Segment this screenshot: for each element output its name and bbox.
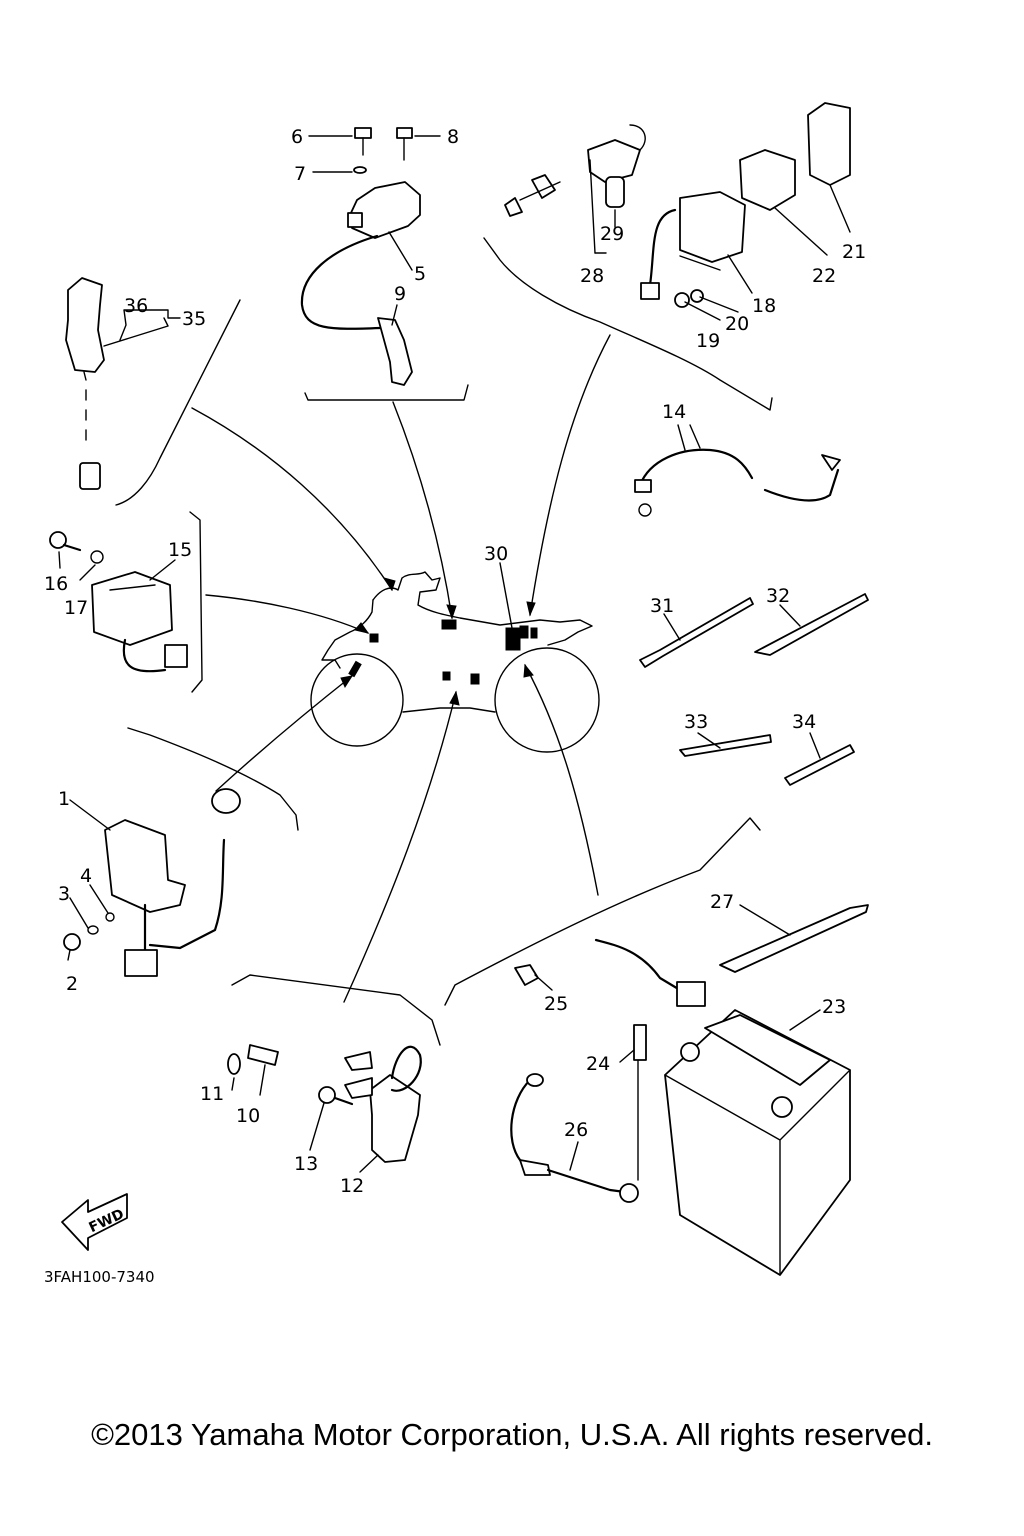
callout-16: 16 xyxy=(44,573,68,595)
callout-21: 21 xyxy=(842,241,866,263)
callout-23: 23 xyxy=(822,996,846,1018)
callout-5: 5 xyxy=(414,263,426,285)
callout-1: 1 xyxy=(58,788,70,810)
callout-4: 4 xyxy=(80,865,92,887)
callout-25: 25 xyxy=(544,993,568,1015)
callout-11: 11 xyxy=(200,1083,224,1105)
leader-arrows xyxy=(191,334,611,1003)
callout-6: 6 xyxy=(291,126,303,148)
copyright-notice: ©2013 Yamaha Motor Corporation, U.S.A. A… xyxy=(91,1417,933,1452)
callout-28: 28 xyxy=(580,265,604,287)
callout-17: 17 xyxy=(64,597,88,619)
callout-26: 26 xyxy=(564,1119,588,1141)
callout-2: 2 xyxy=(66,973,78,995)
rectifier-regulator xyxy=(49,531,188,673)
callout-8: 8 xyxy=(447,126,459,148)
callout-14: 14 xyxy=(662,401,686,423)
cable-bands xyxy=(639,593,869,973)
group-brackets xyxy=(115,237,773,1046)
callout-15: 15 xyxy=(168,539,192,561)
lead-wire-14 xyxy=(634,448,841,517)
callout-30: 30 xyxy=(484,543,508,565)
fwd-arrow xyxy=(61,1193,128,1251)
callout-24: 24 xyxy=(586,1053,610,1075)
callout-10: 10 xyxy=(236,1105,260,1127)
callout-3: 3 xyxy=(58,883,70,905)
callout-35: 35 xyxy=(182,308,206,330)
callout-numbers: 1 2 3 4 5 6 7 8 9 10 11 12 13 14 15 16 1… xyxy=(44,126,866,1286)
vehicle-outline xyxy=(310,571,600,753)
callout-20: 20 xyxy=(725,313,749,335)
callout-19: 19 xyxy=(696,330,720,352)
battery-assembly xyxy=(510,938,851,1276)
main-switch-assembly xyxy=(65,277,105,490)
callout-leaders xyxy=(58,135,851,1173)
cdi-unit xyxy=(63,788,241,977)
starter-relay-group xyxy=(504,102,851,308)
callout-36: 36 xyxy=(124,295,148,317)
callout-34: 34 xyxy=(792,711,816,733)
neutral-switch-group xyxy=(227,1044,422,1163)
callout-7: 7 xyxy=(294,163,306,185)
callout-22: 22 xyxy=(812,265,836,287)
callout-32: 32 xyxy=(766,585,790,607)
callout-9: 9 xyxy=(394,283,406,305)
callout-33: 33 xyxy=(684,711,708,733)
ignition-coil-assembly xyxy=(300,127,421,386)
callout-31: 31 xyxy=(650,595,674,617)
callout-18: 18 xyxy=(752,295,776,317)
callout-29: 29 xyxy=(600,223,624,245)
drawing-code: 3FAH100-7340 xyxy=(44,1268,155,1286)
callout-12: 12 xyxy=(340,1175,364,1197)
callout-27: 27 xyxy=(710,891,734,913)
callout-13: 13 xyxy=(294,1153,318,1175)
